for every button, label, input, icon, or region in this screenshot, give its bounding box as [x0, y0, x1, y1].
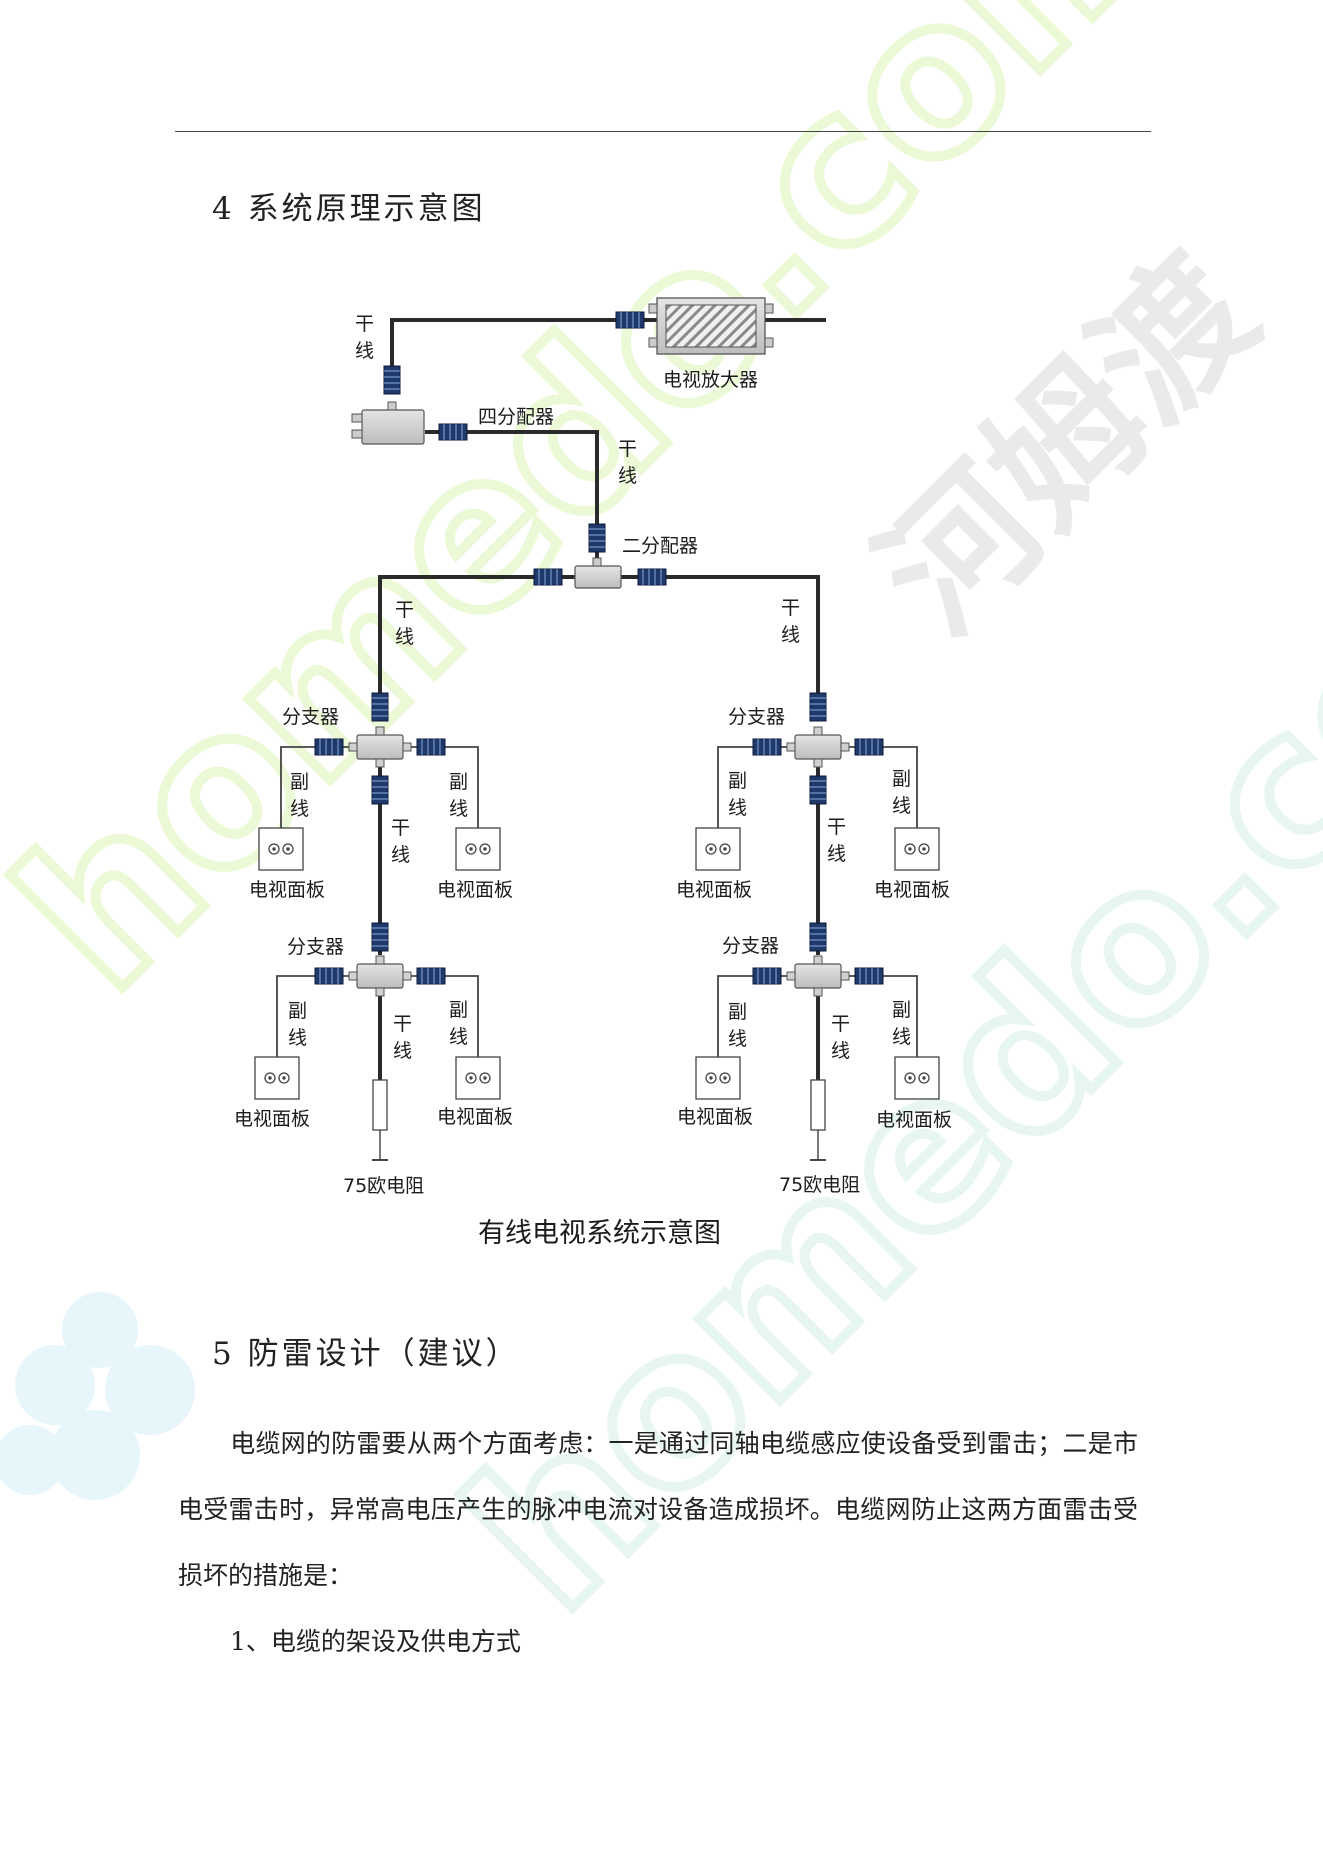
diagram-caption: 有线电视系统示意图 — [478, 1218, 721, 1249]
label-branch-line: 副 — [288, 1000, 307, 1022]
label-trunk: 干 — [355, 313, 374, 335]
label-four-way-splitter: 四分配器 — [478, 406, 554, 428]
label-branch-line: 副 — [892, 768, 911, 790]
label-tap: 分支器 — [728, 706, 785, 728]
label-branch-line: 线 — [728, 1028, 747, 1050]
label-branch-line: 副 — [290, 771, 309, 793]
label-branch-line: 线 — [892, 1026, 911, 1048]
label-branch-line: 副 — [449, 771, 468, 793]
connector-icon — [383, 365, 401, 395]
label-tv-panel: 电视面板 — [677, 1106, 753, 1128]
label-branch-line: 线 — [892, 795, 911, 817]
label-tv-panel: 电视面板 — [874, 879, 950, 901]
label-trunk: 线 — [781, 624, 800, 646]
connector-icon — [588, 523, 606, 553]
label-trunk: 干 — [393, 1013, 412, 1035]
connector-icon — [637, 568, 667, 586]
tv-panel-icon — [894, 827, 940, 871]
label-tv-panel: 电视面板 — [876, 1109, 952, 1131]
label-trunk: 干 — [831, 1013, 850, 1035]
label-branch-line: 线 — [288, 1027, 307, 1049]
tv-panel-icon — [455, 827, 501, 871]
label-tv-panel: 电视面板 — [676, 879, 752, 901]
label-branch-line: 线 — [449, 1026, 468, 1048]
tap-icon — [348, 955, 412, 997]
label-branch-line: 副 — [728, 770, 747, 792]
label-tap: 分支器 — [722, 935, 779, 957]
list-item-1: 1、电缆的架设及供电方式 — [230, 1627, 521, 1656]
label-amplifier: 电视放大器 — [663, 369, 758, 391]
four-way-splitter-icon — [351, 401, 425, 445]
label-branch-line: 线 — [290, 798, 309, 820]
paragraph-lightning: 电缆网的防雷要从两个方面考虑：一是通过同轴电缆感应使设备受到雷击；二是市电受雷击… — [178, 1411, 1138, 1609]
tv-amplifier-icon — [648, 297, 774, 355]
label-tv-panel: 电视面板 — [249, 879, 325, 901]
label-two-way-splitter: 二分配器 — [622, 535, 698, 557]
tv-panel-icon — [258, 827, 304, 871]
label-trunk: 干 — [395, 599, 414, 621]
label-terminator: 75欧电阻 — [343, 1175, 424, 1197]
tv-panel-icon — [455, 1056, 501, 1100]
connector-icon — [533, 568, 563, 586]
label-trunk: 线 — [355, 340, 374, 362]
section-5-heading: 5 防雷设计（建议） — [212, 1336, 520, 1372]
label-trunk: 干 — [781, 597, 800, 619]
label-trunk: 线 — [618, 465, 637, 487]
tap-icon — [786, 726, 850, 768]
label-tap: 分支器 — [287, 936, 344, 958]
label-trunk: 线 — [393, 1040, 412, 1062]
label-trunk: 线 — [395, 626, 414, 648]
label-trunk: 干 — [391, 817, 410, 839]
tap-icon — [348, 726, 412, 768]
label-branch-line: 副 — [449, 999, 468, 1021]
label-trunk: 线 — [831, 1040, 850, 1062]
tv-panel-icon — [894, 1056, 940, 1100]
tv-panel-icon — [695, 827, 741, 871]
connector-icon — [438, 423, 468, 441]
resistor-icon — [371, 1079, 389, 1161]
label-branch-line: 副 — [892, 999, 911, 1021]
label-tv-panel: 电视面板 — [437, 879, 513, 901]
label-branch-line: 线 — [449, 798, 468, 820]
tv-panel-icon — [254, 1056, 300, 1100]
label-branch-line: 线 — [728, 797, 747, 819]
tap-icon — [786, 955, 850, 997]
label-trunk: 干 — [827, 816, 846, 838]
resistor-icon — [809, 1079, 827, 1161]
label-trunk: 线 — [827, 843, 846, 865]
label-branch-line: 副 — [728, 1001, 747, 1023]
label-tap: 分支器 — [282, 706, 339, 728]
two-way-splitter-icon — [574, 557, 622, 589]
label-tv-panel: 电视面板 — [234, 1108, 310, 1130]
section-4-heading: 4 系统原理示意图 — [212, 191, 486, 227]
label-terminator: 75欧电阻 — [779, 1174, 860, 1196]
label-tv-panel: 电视面板 — [437, 1106, 513, 1128]
label-trunk: 干 — [618, 438, 637, 460]
label-trunk: 线 — [391, 844, 410, 866]
header-rule — [175, 131, 1151, 132]
connector-icon — [615, 311, 645, 329]
tv-panel-icon — [695, 1056, 741, 1100]
paragraph-text: 电缆网的防雷要从两个方面考虑：一是通过同轴电缆感应使设备受到雷击；二是市电受雷击… — [178, 1429, 1138, 1590]
